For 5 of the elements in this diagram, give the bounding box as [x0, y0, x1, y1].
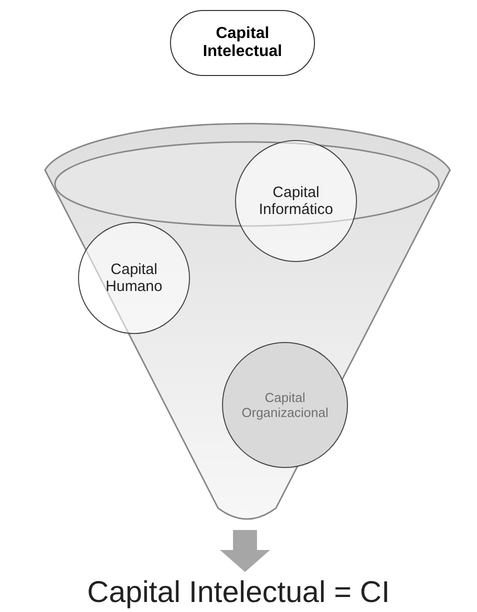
down-arrow: [220, 530, 270, 572]
circle-node: Capital Humano: [78, 222, 190, 334]
formula-text: Capital Intelectual = CI: [60, 574, 417, 612]
circle-node: Capital Informático: [235, 140, 357, 262]
title-box: Capital Intelectual: [170, 10, 315, 76]
